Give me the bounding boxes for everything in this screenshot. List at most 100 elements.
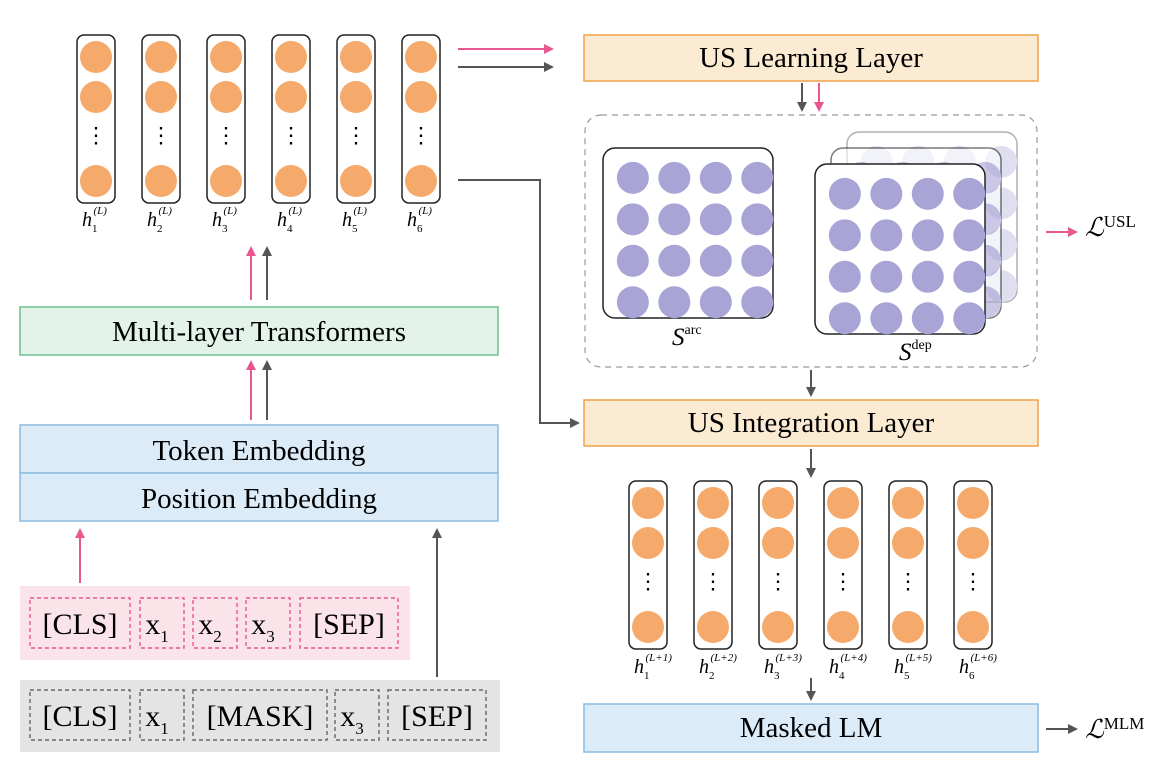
- vector-dot: [405, 41, 437, 73]
- top-hidden-vectors: ⋮h1(L)⋮h2(L)⋮h3(L)⋮h4(L)⋮h5(L)⋮h6(L): [76, 34, 441, 235]
- matrix-dot: [741, 244, 774, 277]
- matrix-dot: [828, 260, 861, 293]
- masked-lm-label: Masked LM: [740, 712, 883, 744]
- top-vector-5: ⋮h5(L): [336, 34, 376, 235]
- vector-dot: [762, 487, 794, 519]
- matrix-dot: [953, 219, 986, 252]
- vector-dot: [697, 527, 729, 559]
- vector-ellipsis: ⋮: [85, 123, 107, 148]
- top-vector-label-2: h2(L): [147, 205, 172, 235]
- matrix-dot: [828, 219, 861, 252]
- vector-dot: [275, 41, 307, 73]
- vector-dot: [762, 527, 794, 559]
- vector-dot: [405, 165, 437, 197]
- vector-ellipsis: ⋮: [702, 569, 724, 594]
- us-learning-layer-box: US Learning Layer: [583, 34, 1039, 82]
- matrix-dot: [699, 161, 732, 194]
- us-integration-layer-label: US Integration Layer: [688, 407, 935, 439]
- vector-dot: [210, 81, 242, 113]
- masked-token-text-4: x3: [340, 700, 364, 738]
- vector-dot: [697, 611, 729, 643]
- vector-dot: [145, 41, 177, 73]
- top-vector-4: ⋮h4(L): [271, 34, 311, 235]
- loss-mlm: ℒMLM: [1085, 714, 1144, 744]
- matrix-dot: [828, 302, 861, 335]
- vector-dot: [340, 81, 372, 113]
- original-token-text-1: [CLS]: [43, 608, 118, 641]
- matrix-dot: [953, 260, 986, 293]
- masked-tokens: [CLS]x1[MASK]x3[SEP]: [29, 689, 487, 741]
- masked-token-5: [SEP]: [387, 689, 487, 741]
- matrix-dot: [741, 286, 774, 319]
- vector-ellipsis: ⋮: [897, 569, 919, 594]
- bottom-vector-label-5: h5(L+5): [894, 652, 932, 682]
- matrix-dot: [741, 203, 774, 236]
- matrix-dot: [616, 286, 649, 319]
- vector-ellipsis: ⋮: [962, 569, 984, 594]
- vector-dot: [632, 527, 664, 559]
- vector-ellipsis: ⋮: [150, 123, 172, 148]
- vector-dot: [80, 165, 112, 197]
- vector-dot: [957, 527, 989, 559]
- original-token-1: [CLS]: [29, 597, 131, 649]
- original-token-2: x1: [139, 597, 185, 649]
- vector-ellipsis: ⋮: [280, 123, 302, 148]
- structure-matrices-container: [584, 114, 1038, 368]
- bottom-vector-2: ⋮h2(L+2): [693, 480, 737, 682]
- original-token-text-5: [SEP]: [313, 608, 385, 641]
- vector-ellipsis: ⋮: [637, 569, 659, 594]
- matrix-dot: [870, 177, 903, 210]
- top-vector-label-1: h1(L): [82, 205, 107, 235]
- vector-dot: [892, 611, 924, 643]
- vector-dot: [80, 81, 112, 113]
- matrix-dot: [658, 286, 691, 319]
- vector-ellipsis: ⋮: [345, 123, 367, 148]
- original-token-text-4: x3: [251, 608, 275, 646]
- s-arc-matrix: [602, 147, 774, 319]
- s-dep-label: Sdep: [899, 338, 932, 366]
- matrix-dot: [658, 244, 691, 277]
- top-vector-6: ⋮h6(L): [401, 34, 441, 235]
- vector-dot: [275, 81, 307, 113]
- top-vector-label-6: h6(L): [407, 205, 432, 235]
- vector-dot: [275, 165, 307, 197]
- matrix-dot: [911, 302, 944, 335]
- vector-ellipsis: ⋮: [832, 569, 854, 594]
- matrix-dot: [953, 177, 986, 210]
- vector-dot: [827, 527, 859, 559]
- masked-token-1: [CLS]: [29, 689, 131, 741]
- top-vector-3: ⋮h3(L): [206, 34, 246, 235]
- transformers-label: Multi-layer Transformers: [112, 316, 406, 348]
- top-vector-2: ⋮ h2(L): [141, 34, 181, 235]
- vector-dot: [957, 487, 989, 519]
- s-arc-label: Sarc: [672, 323, 702, 351]
- matrix-dot: [616, 203, 649, 236]
- vector-dot: [892, 487, 924, 519]
- vector-ellipsis: ⋮: [767, 569, 789, 594]
- matrix-dot: [658, 161, 691, 194]
- bottom-vector-label-1: h1(L+1): [634, 652, 672, 682]
- top-vector-1: ⋮ h1(L): [76, 34, 116, 235]
- token-embedding-label: Token Embedding: [152, 435, 365, 467]
- vector-dot: [405, 81, 437, 113]
- matrix-dot: [953, 302, 986, 335]
- matrix-dot: [911, 177, 944, 210]
- vector-dot: [340, 165, 372, 197]
- matrix-dot: [699, 203, 732, 236]
- masked-token-text-2: x1: [145, 700, 169, 738]
- embedding-box: Token Embedding Position Embedding: [19, 424, 499, 522]
- masked-token-text-1: [CLS]: [43, 700, 118, 733]
- matrix-dot: [870, 260, 903, 293]
- bottom-hidden-vectors: ⋮h1(L+1)⋮h2(L+2)⋮h3(L+3)⋮h4(L+4)⋮h5(L+5)…: [628, 480, 997, 682]
- original-token-4: x3: [245, 597, 291, 649]
- matrix-dot: [616, 244, 649, 277]
- bottom-vector-6: ⋮h6(L+6): [953, 480, 997, 682]
- bottom-vector-3: ⋮h3(L+3): [758, 480, 802, 682]
- masked-token-2: x1: [139, 689, 185, 741]
- bottom-vector-4: ⋮h4(L+4): [823, 480, 867, 682]
- vector-dot: [957, 611, 989, 643]
- matrix-dot: [658, 203, 691, 236]
- vector-dot: [80, 41, 112, 73]
